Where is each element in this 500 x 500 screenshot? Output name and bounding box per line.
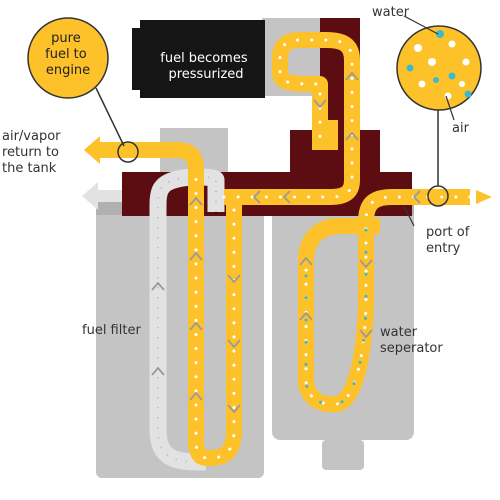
pure-fuel-callout (27, 17, 139, 163)
fuel-bubbles (194, 38, 472, 460)
fuel-outlet-arrow (84, 136, 110, 164)
water-droplets (304, 228, 368, 406)
water-pointer (403, 15, 439, 35)
flow-arrow-icons (151, 72, 421, 413)
pump-back-plate (132, 28, 142, 90)
pump-body (140, 20, 265, 98)
magnifier-icon (427, 185, 449, 207)
air-pointer (445, 95, 455, 121)
magnified-fuel-callout (396, 15, 482, 207)
air-bubbles (414, 40, 470, 100)
magnifier-icon (117, 141, 139, 163)
air-callout-label: air (452, 121, 470, 136)
water-dots (406, 30, 472, 98)
pure-fuel-label: pure fuel to engine (45, 31, 91, 78)
water-callout-label: water (372, 5, 410, 20)
air-vapor-outlet-arrow (82, 182, 122, 210)
port-of-entry-label: port of entry (426, 225, 473, 256)
pressurized-label: fuel becomes pressurized (160, 51, 251, 82)
fuel-filter-label: fuel filter (82, 323, 141, 338)
port-pointer (403, 205, 415, 227)
air-vapor-label: air/vapor return to the tank (2, 129, 65, 176)
water-separator-label: water seperator (380, 325, 443, 356)
inlet-arrow (476, 190, 492, 204)
